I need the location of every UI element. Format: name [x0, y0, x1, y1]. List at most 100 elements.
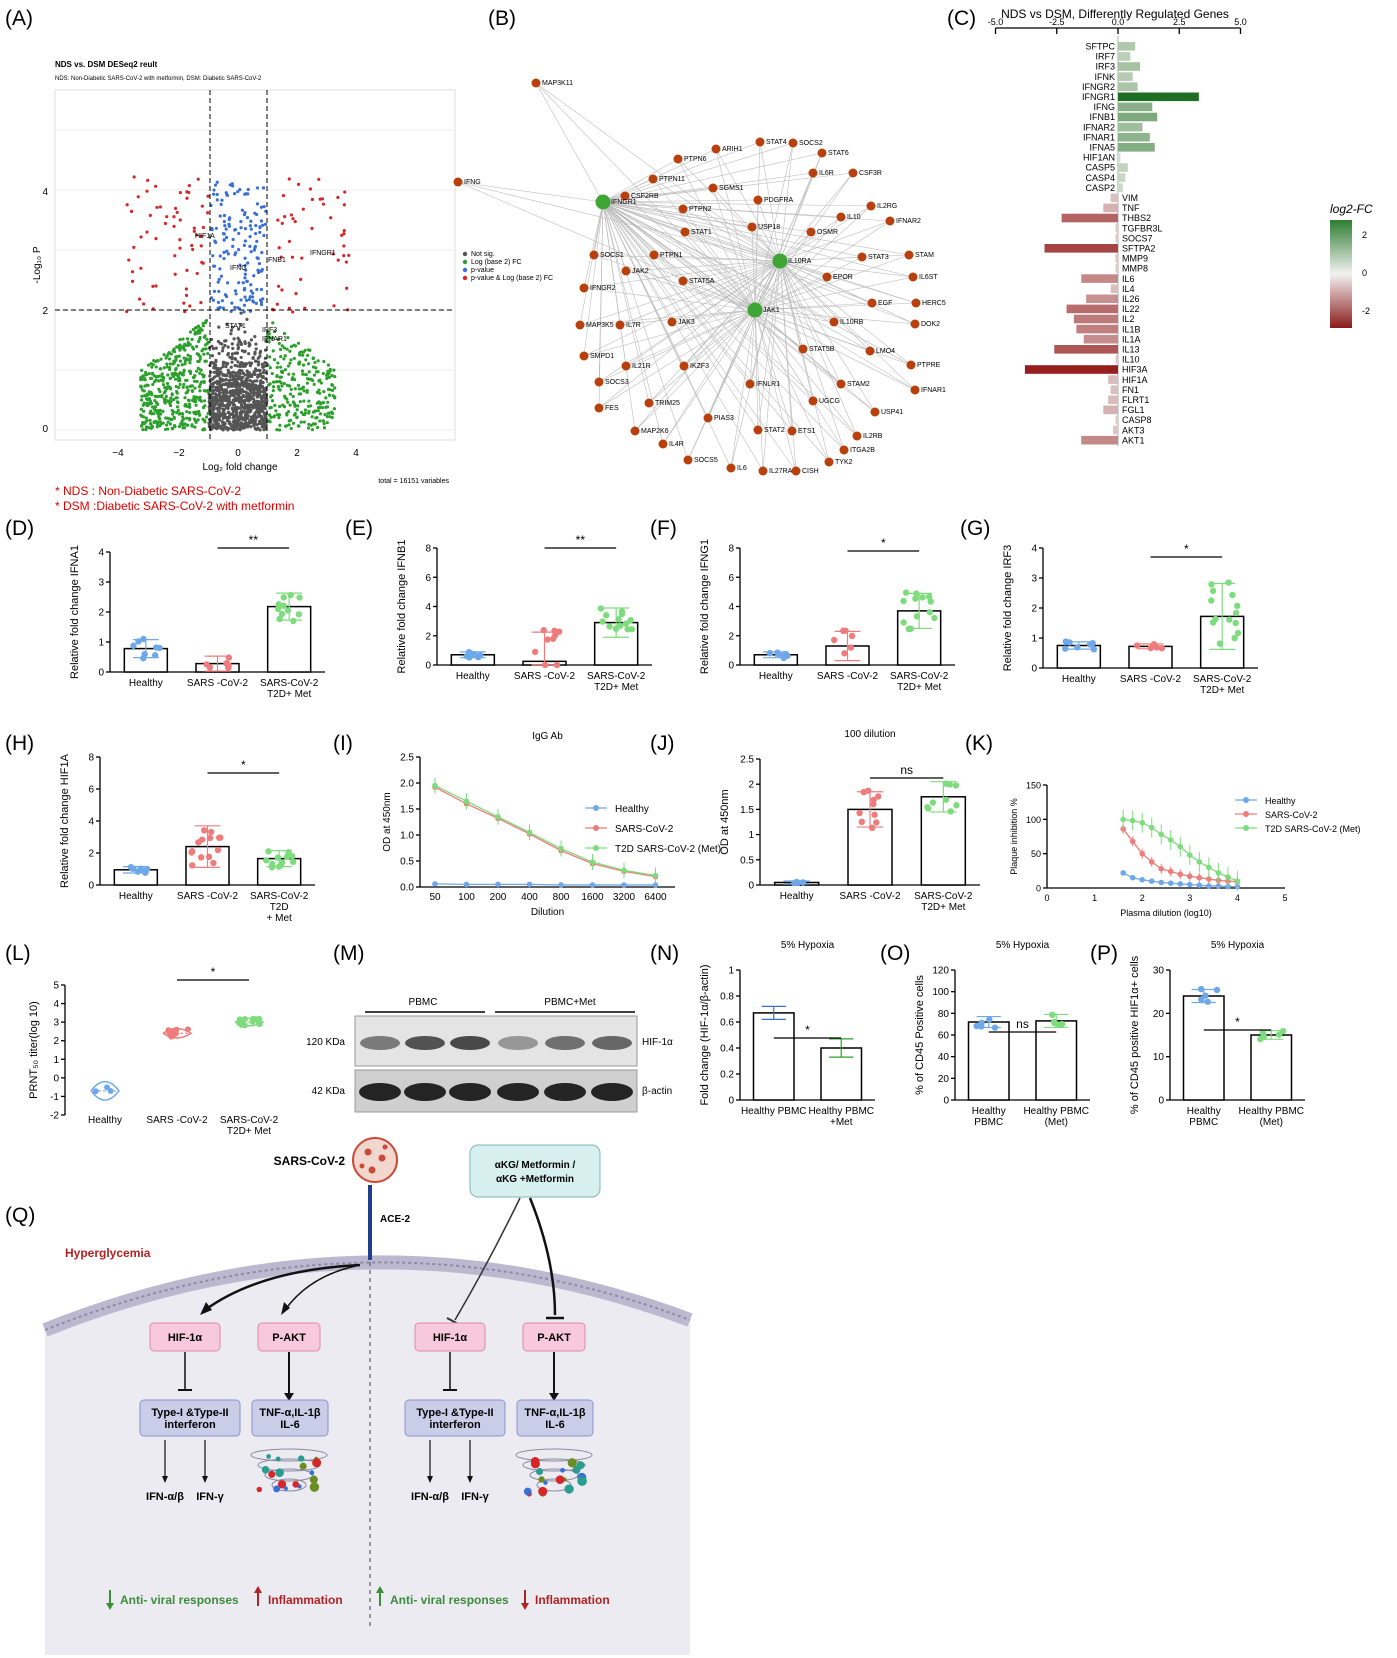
volcano-point: [220, 400, 224, 405]
network-edge: [602, 201, 797, 472]
network-node: [808, 168, 818, 178]
data-point: [130, 642, 137, 649]
volcano-point: [242, 212, 247, 217]
volcano-point: [287, 419, 291, 423]
x-tick: 5: [1282, 893, 1287, 903]
volcano-point: [286, 400, 290, 404]
data-point: [1202, 992, 1209, 999]
ifn-g-label: IFN-γ: [196, 1491, 224, 1503]
x-tick: 2: [1140, 893, 1145, 903]
volcano-gene-label: IRF3: [262, 327, 277, 334]
network-node-label: CSF3R: [859, 170, 882, 177]
volcano-point: [218, 254, 222, 258]
volcano-point: [178, 371, 182, 375]
volcano-point: [318, 378, 322, 382]
data-point: [1229, 591, 1236, 599]
data-point: [900, 597, 907, 605]
volcano-point: [231, 237, 235, 242]
volcano-point: [170, 408, 174, 413]
ifn-g-label: IFN-γ: [461, 1491, 489, 1503]
volcano-point: [248, 378, 252, 383]
volcano-point: [279, 369, 284, 374]
panel-letter: (K): [965, 732, 993, 755]
x-category-label: Healthy: [972, 1106, 1006, 1117]
volcano-point: [251, 300, 256, 304]
volcano-point: [251, 372, 256, 376]
volcano-point: [178, 218, 182, 222]
panel-c-gene-label: FGL1: [1122, 405, 1145, 415]
volcano-point: [161, 409, 165, 414]
volcano-point: [258, 374, 263, 378]
volcano-point: [322, 390, 326, 394]
series-point: [1196, 882, 1203, 889]
network-node: [679, 361, 689, 371]
volcano-point: [258, 390, 262, 394]
volcano-point: [168, 385, 172, 389]
blot-band: [544, 1083, 586, 1101]
volcano-gene-label: IFNB1: [266, 257, 286, 264]
network-edge: [602, 201, 636, 432]
series-point: [652, 882, 659, 888]
data-point: [289, 858, 297, 866]
network-node: [579, 351, 589, 361]
volcano-point: [150, 365, 154, 369]
volcano-point: [185, 196, 189, 200]
data-point: [1225, 579, 1232, 586]
volcano-point: [218, 403, 223, 407]
volcano-legend-label: p-value: [471, 267, 494, 274]
volcano-point: [219, 274, 224, 278]
volcano-point: [178, 382, 182, 387]
volcano-point: [290, 377, 294, 382]
cytokine-storm-icon: [250, 1448, 328, 1462]
volcano-point: [306, 426, 311, 430]
network-edge: [602, 201, 876, 413]
network-node-label: IL21R: [632, 363, 651, 370]
data-point: [1051, 1019, 1058, 1027]
y-tick: 100: [1026, 815, 1041, 825]
series-point: [1158, 831, 1165, 838]
network-edge: [598, 260, 781, 409]
volcano-point: [344, 260, 348, 264]
volcano-point: [240, 409, 244, 413]
network-edge: [648, 309, 756, 404]
volcano-point: [294, 291, 298, 296]
volcano-point: [204, 359, 208, 363]
volcano-point: [231, 378, 235, 382]
volcano-point: [290, 255, 295, 259]
network-node: [817, 148, 827, 158]
volcano-point: [186, 423, 190, 427]
volcano-point: [255, 410, 259, 414]
network-edge: [754, 256, 863, 311]
panel-letter: (J): [650, 732, 675, 755]
volcano-point: [291, 217, 295, 221]
network-node-label: UGCG: [819, 398, 840, 405]
data-point: [477, 651, 484, 659]
panel-c-bar: [1118, 143, 1155, 152]
series-point: [1225, 874, 1231, 880]
volcano-point: [253, 211, 257, 215]
network-edge: [457, 181, 781, 262]
network-edge: [602, 201, 873, 304]
network-edge: [779, 260, 917, 304]
volcano-point: [144, 416, 148, 420]
volcano-point: [153, 398, 157, 403]
volcano-point: [268, 382, 272, 386]
volcano-point: [215, 412, 219, 416]
data-point: [127, 863, 135, 871]
series-point: [589, 859, 596, 865]
x-category-label: Healthy: [119, 891, 153, 902]
volcano-point: [182, 369, 186, 373]
volcano-point: [275, 302, 279, 306]
panel-c-tick: -2.5: [1049, 17, 1065, 27]
panel-c-bar: [1113, 425, 1118, 435]
data-point: [268, 863, 276, 870]
volcano-point: [257, 262, 262, 266]
volcano-point: [233, 356, 237, 361]
volcano-point: [270, 371, 274, 376]
y-tick: 4: [425, 602, 431, 613]
blot-band: [405, 1036, 445, 1050]
data-point: [278, 610, 286, 618]
data-point: [200, 827, 208, 834]
volcano-point: [311, 365, 316, 369]
cytokine-particle: [577, 1476, 587, 1486]
